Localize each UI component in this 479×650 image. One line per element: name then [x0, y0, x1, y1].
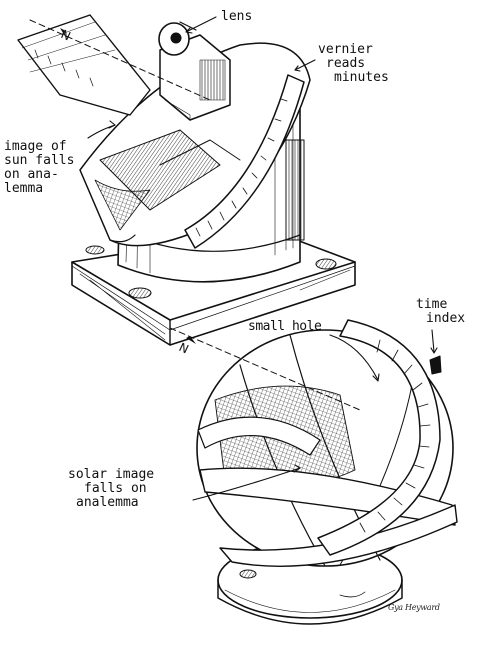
time-index-line-1: time: [416, 297, 448, 312]
bottom-diagonal-band: [197, 416, 321, 456]
top-scale-ring: [184, 74, 305, 249]
leader-lines: [87, 16, 438, 501]
bottom-sundial: [169, 319, 458, 625]
vernier-label: vernier reads minutes: [318, 43, 389, 85]
solar-image-line-3: analemma: [76, 495, 139, 510]
vernier-line-1: vernier: [318, 42, 373, 57]
vernier-line-3: minutes: [334, 70, 389, 85]
small-hole-label: small hole: [248, 319, 322, 334]
top-analemma-band: [17, 14, 151, 116]
lens: [158, 21, 197, 56]
top-meridian-line: [29, 19, 211, 101]
bottom-scale-ticks: [359, 339, 431, 533]
solar-image-line-1: solar image: [68, 467, 155, 482]
lens-housing: [159, 34, 231, 121]
scale-ticks: [195, 98, 288, 237]
image-of-sun-line-2: sun falls: [4, 153, 75, 168]
top-sundial: [17, 14, 356, 346]
image-of-sun-label: image of sun falls on ana- lemma: [4, 140, 74, 196]
time-index-line-2: index: [426, 311, 466, 326]
top-dial-disc: [79, 42, 311, 247]
bottom-meridian-line: [169, 327, 361, 411]
solar-image-label: solar image falls on analemma: [68, 468, 154, 510]
time-index-marker: [429, 355, 442, 375]
solar-image-line-2: falls on: [84, 481, 147, 496]
artist-signature: Gya Heyward: [388, 603, 440, 612]
bottom-scale-ring: [317, 319, 441, 556]
image-of-sun-line-3: on ana-: [4, 167, 59, 182]
vernier-line-2: reads: [326, 56, 366, 71]
image-of-sun-line-1: image of: [4, 139, 67, 154]
time-index-label: time index: [412, 298, 465, 326]
image-of-sun-line-4: lemma: [4, 181, 44, 196]
lens-label: lens: [221, 9, 253, 24]
